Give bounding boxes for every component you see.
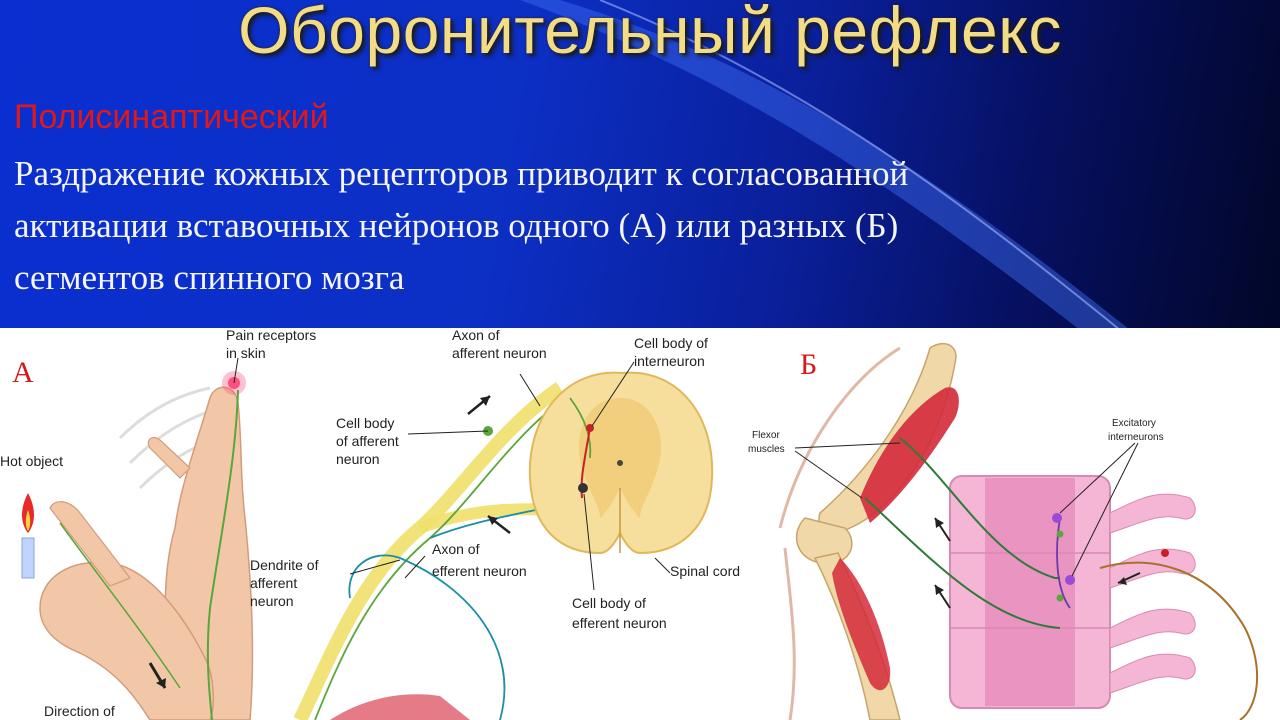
spinal-cord	[528, 371, 714, 555]
slide-title: Оборонительный рефлекс	[238, 0, 1062, 67]
body-line: сегментов спинного мозга	[14, 258, 405, 297]
label-excitatory: Excitatory	[1112, 418, 1156, 429]
reflex-illustration: А Pain receptors in skin Hot object Axon…	[0, 328, 1259, 720]
candle	[21, 537, 35, 579]
background-light-streak	[520, 0, 1130, 330]
spinal-cord-segments	[949, 475, 1196, 709]
label-pain-receptors-2: in skin	[226, 345, 266, 361]
flexor-muscle-upper	[860, 387, 959, 523]
label-pain-receptors: Pain receptors	[226, 328, 316, 343]
label-cell-body-efferent-2: efferent neuron	[572, 615, 667, 631]
label-cell-body-efferent: Cell body of	[572, 595, 646, 611]
slide-background	[0, 0, 1280, 330]
label-cell-body-interneuron: Cell body of	[634, 335, 708, 351]
panel-b-letter: Б	[800, 348, 817, 381]
label-cell-body-interneuron-2: interneuron	[634, 353, 705, 369]
panel-a: А Pain receptors in skin Hot object Axon…	[0, 328, 740, 720]
label-excitatory-2: interneurons	[1108, 432, 1164, 443]
label-hot-object: Hot object	[0, 453, 63, 469]
femur	[818, 342, 957, 533]
label-axon-afferent-2: afferent neuron	[452, 345, 547, 361]
slide-subtitle: Полисинаптический	[14, 98, 329, 136]
label-spinal-cord: Spinal cord	[670, 563, 740, 579]
label-axon-efferent: Axon of	[432, 541, 480, 557]
label-cell-body-afferent-2: of afferent	[336, 433, 399, 449]
label-flexor: Flexor	[752, 430, 780, 441]
label-dendrite: Dendrite of	[250, 557, 319, 573]
interneuron-upper	[1052, 513, 1062, 523]
label-cell-body-afferent-3: neuron	[336, 451, 380, 467]
label-flexor-2: muscles	[748, 444, 785, 455]
panel-b: Б Flexor muscles Excitatory interneurons	[748, 342, 1259, 720]
body-line: Раздражение кожных рецепторов приводит к…	[14, 154, 909, 193]
label-axon-afferent: Axon of	[452, 328, 500, 343]
label-dendrite-2: afferent	[250, 575, 297, 591]
label-direction: Direction of	[44, 703, 115, 719]
reflex-figure: А Pain receptors in skin Hot object Axon…	[0, 328, 1280, 720]
label-cell-body-afferent: Cell body	[336, 415, 394, 431]
panel-a-letter: А	[12, 356, 34, 389]
label-dendrite-3: neuron	[250, 593, 294, 609]
nerve-bundle	[293, 382, 564, 720]
interneuron-lower	[1065, 575, 1075, 585]
slide-body-text: Раздражение кожных рецепторов приводит к…	[14, 148, 1214, 304]
body-line: активации вставочных нейронов одного (А)…	[14, 206, 899, 245]
flexor-muscle-lower	[832, 558, 891, 691]
label-axon-efferent-2: efferent neuron	[432, 563, 527, 579]
